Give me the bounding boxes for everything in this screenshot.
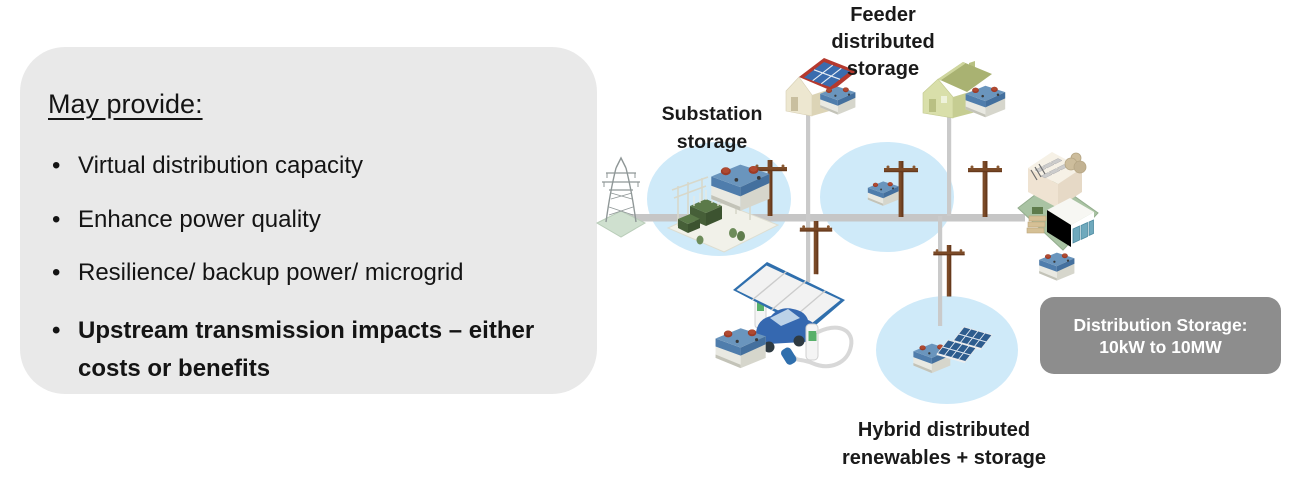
utility-pole-icon bbox=[799, 221, 833, 275]
power-line-main bbox=[628, 214, 1025, 222]
bullet-item: Virtual distribution capacity bbox=[50, 147, 578, 185]
ev-charging-station-icon bbox=[733, 262, 854, 369]
hybrid-storage-label: Hybrid distributed renewables + storage bbox=[842, 419, 1046, 469]
power-lines bbox=[628, 96, 1025, 326]
bullet-item: Resilience/ backup power/ microgrid bbox=[50, 254, 578, 292]
panel-title: May provide: bbox=[48, 89, 203, 119]
hybrid-solar-panels-icon bbox=[936, 326, 993, 363]
bullet-item: Upstream transmission impacts – either c… bbox=[50, 312, 583, 388]
olive-house-icon bbox=[922, 61, 992, 119]
substation-icon bbox=[666, 176, 780, 253]
bullet-text: Virtual distribution capacity bbox=[78, 152, 364, 179]
solar-house-icon bbox=[785, 58, 857, 117]
utility-pole-icon bbox=[968, 161, 1002, 217]
feeder-drop-line-house bbox=[947, 112, 952, 216]
feeder-drop-line-solar-house bbox=[806, 96, 811, 282]
bullet-text: Resilience/ backup power/ microgrid bbox=[78, 259, 464, 286]
factory-building-icon bbox=[1017, 152, 1099, 251]
bullet-text: Enhance power quality bbox=[78, 206, 321, 233]
feeder-storage-label: Feeder distributed storage bbox=[831, 4, 935, 80]
building-battery-icon bbox=[1039, 252, 1075, 281]
distribution-storage-badge: Distribution Storage: 10kW to 10MW bbox=[1040, 297, 1281, 374]
transmission-tower-icon bbox=[595, 156, 647, 238]
substation-storage-label: Substation storage bbox=[661, 103, 763, 153]
feeder-drop-line-hybrid bbox=[938, 216, 943, 326]
bullet-item: Enhance power quality bbox=[50, 201, 578, 239]
ev-battery-icon bbox=[715, 328, 766, 369]
bullet-text: Upstream transmission impacts – either c… bbox=[78, 317, 535, 382]
benefits-panel: May provide: Virtual distribution capaci… bbox=[20, 47, 597, 394]
